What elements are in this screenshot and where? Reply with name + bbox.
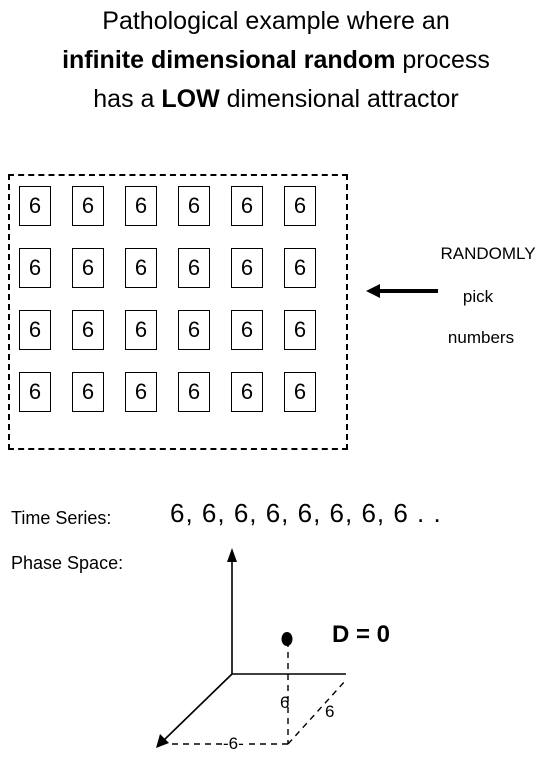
number-card: 6 <box>284 310 316 350</box>
number-card: 6 <box>178 248 210 288</box>
dimension-label-text: D = 0 <box>332 621 391 648</box>
number-card: 6 <box>231 310 263 350</box>
number-card: 6 <box>125 372 157 412</box>
time-series-values: 6, 6, 6, 6, 6, 6, 6, 6 . . <box>170 498 442 529</box>
number-card: 6 <box>72 372 104 412</box>
number-card: 6 <box>125 186 157 226</box>
tick-y-text: 6 <box>325 702 335 721</box>
title-line-3-start: has a <box>93 85 162 113</box>
number-card: 6 <box>19 310 51 350</box>
phase-space-label: Phase Space: <box>11 553 123 574</box>
number-card: 6 <box>284 186 316 226</box>
number-card: 6 <box>19 186 51 226</box>
z-axis-arrow-icon <box>227 548 237 562</box>
title-line-1: Pathological example where an <box>0 6 552 36</box>
numbers-text: numbers <box>447 328 515 347</box>
title-bold-phrase: infinite dimensional random <box>62 46 396 74</box>
number-card: 6 <box>72 310 104 350</box>
number-card: 6 <box>125 310 157 350</box>
number-card: 6 <box>231 186 263 226</box>
phase-space-label-text: Phase Space: <box>11 553 124 573</box>
phase-space-axes <box>156 548 347 748</box>
projection-y <box>287 679 347 745</box>
x-axis-arrow-icon <box>156 734 169 748</box>
number-card: 6 <box>231 248 263 288</box>
time-series-values-text: 6, 6, 6, 6, 6, 6, 6, 6 . . <box>170 498 442 528</box>
tick-x-text: -6- <box>223 734 244 753</box>
number-card: 6 <box>19 372 51 412</box>
randomly-label: RANDOMLY <box>428 244 548 264</box>
number-card: 6 <box>72 186 104 226</box>
title-line-2: infinite dimensional random process <box>0 45 552 75</box>
tick-y: 6 <box>325 702 334 722</box>
pick-text: pick <box>462 287 494 306</box>
number-card: 6 <box>284 372 316 412</box>
number-card: 6 <box>178 186 210 226</box>
number-card: 6 <box>19 248 51 288</box>
tick-z: 6 <box>280 693 289 713</box>
time-series-label-text: Time Series: <box>11 508 112 528</box>
number-card: 6 <box>178 310 210 350</box>
randomly-text: RANDOMLY <box>440 244 536 263</box>
x-axis <box>162 673 233 742</box>
dimension-label: D = 0 <box>332 621 390 649</box>
tick-x: -6- <box>222 734 245 754</box>
title-line-3: has a LOW dimensional attractor <box>0 84 552 114</box>
title-line-2-rest: process <box>395 46 490 74</box>
left-arrow-icon <box>366 284 438 298</box>
number-card: 6 <box>231 372 263 412</box>
card-grid-frame <box>8 174 348 450</box>
pick-label: pick <box>428 287 528 307</box>
numbers-label: numbers <box>428 328 534 348</box>
title-line-3-rest: dimensional attractor <box>219 85 459 113</box>
tick-z-text: 6 <box>280 693 290 712</box>
time-series-label: Time Series: <box>11 508 111 529</box>
title-bold-low: LOW <box>161 85 220 113</box>
number-card: 6 <box>178 372 210 412</box>
title-line-1-text: Pathological example where an <box>102 7 450 35</box>
number-card: 6 <box>125 248 157 288</box>
attractor-point <box>281 632 293 646</box>
number-card: 6 <box>284 248 316 288</box>
number-card: 6 <box>72 248 104 288</box>
